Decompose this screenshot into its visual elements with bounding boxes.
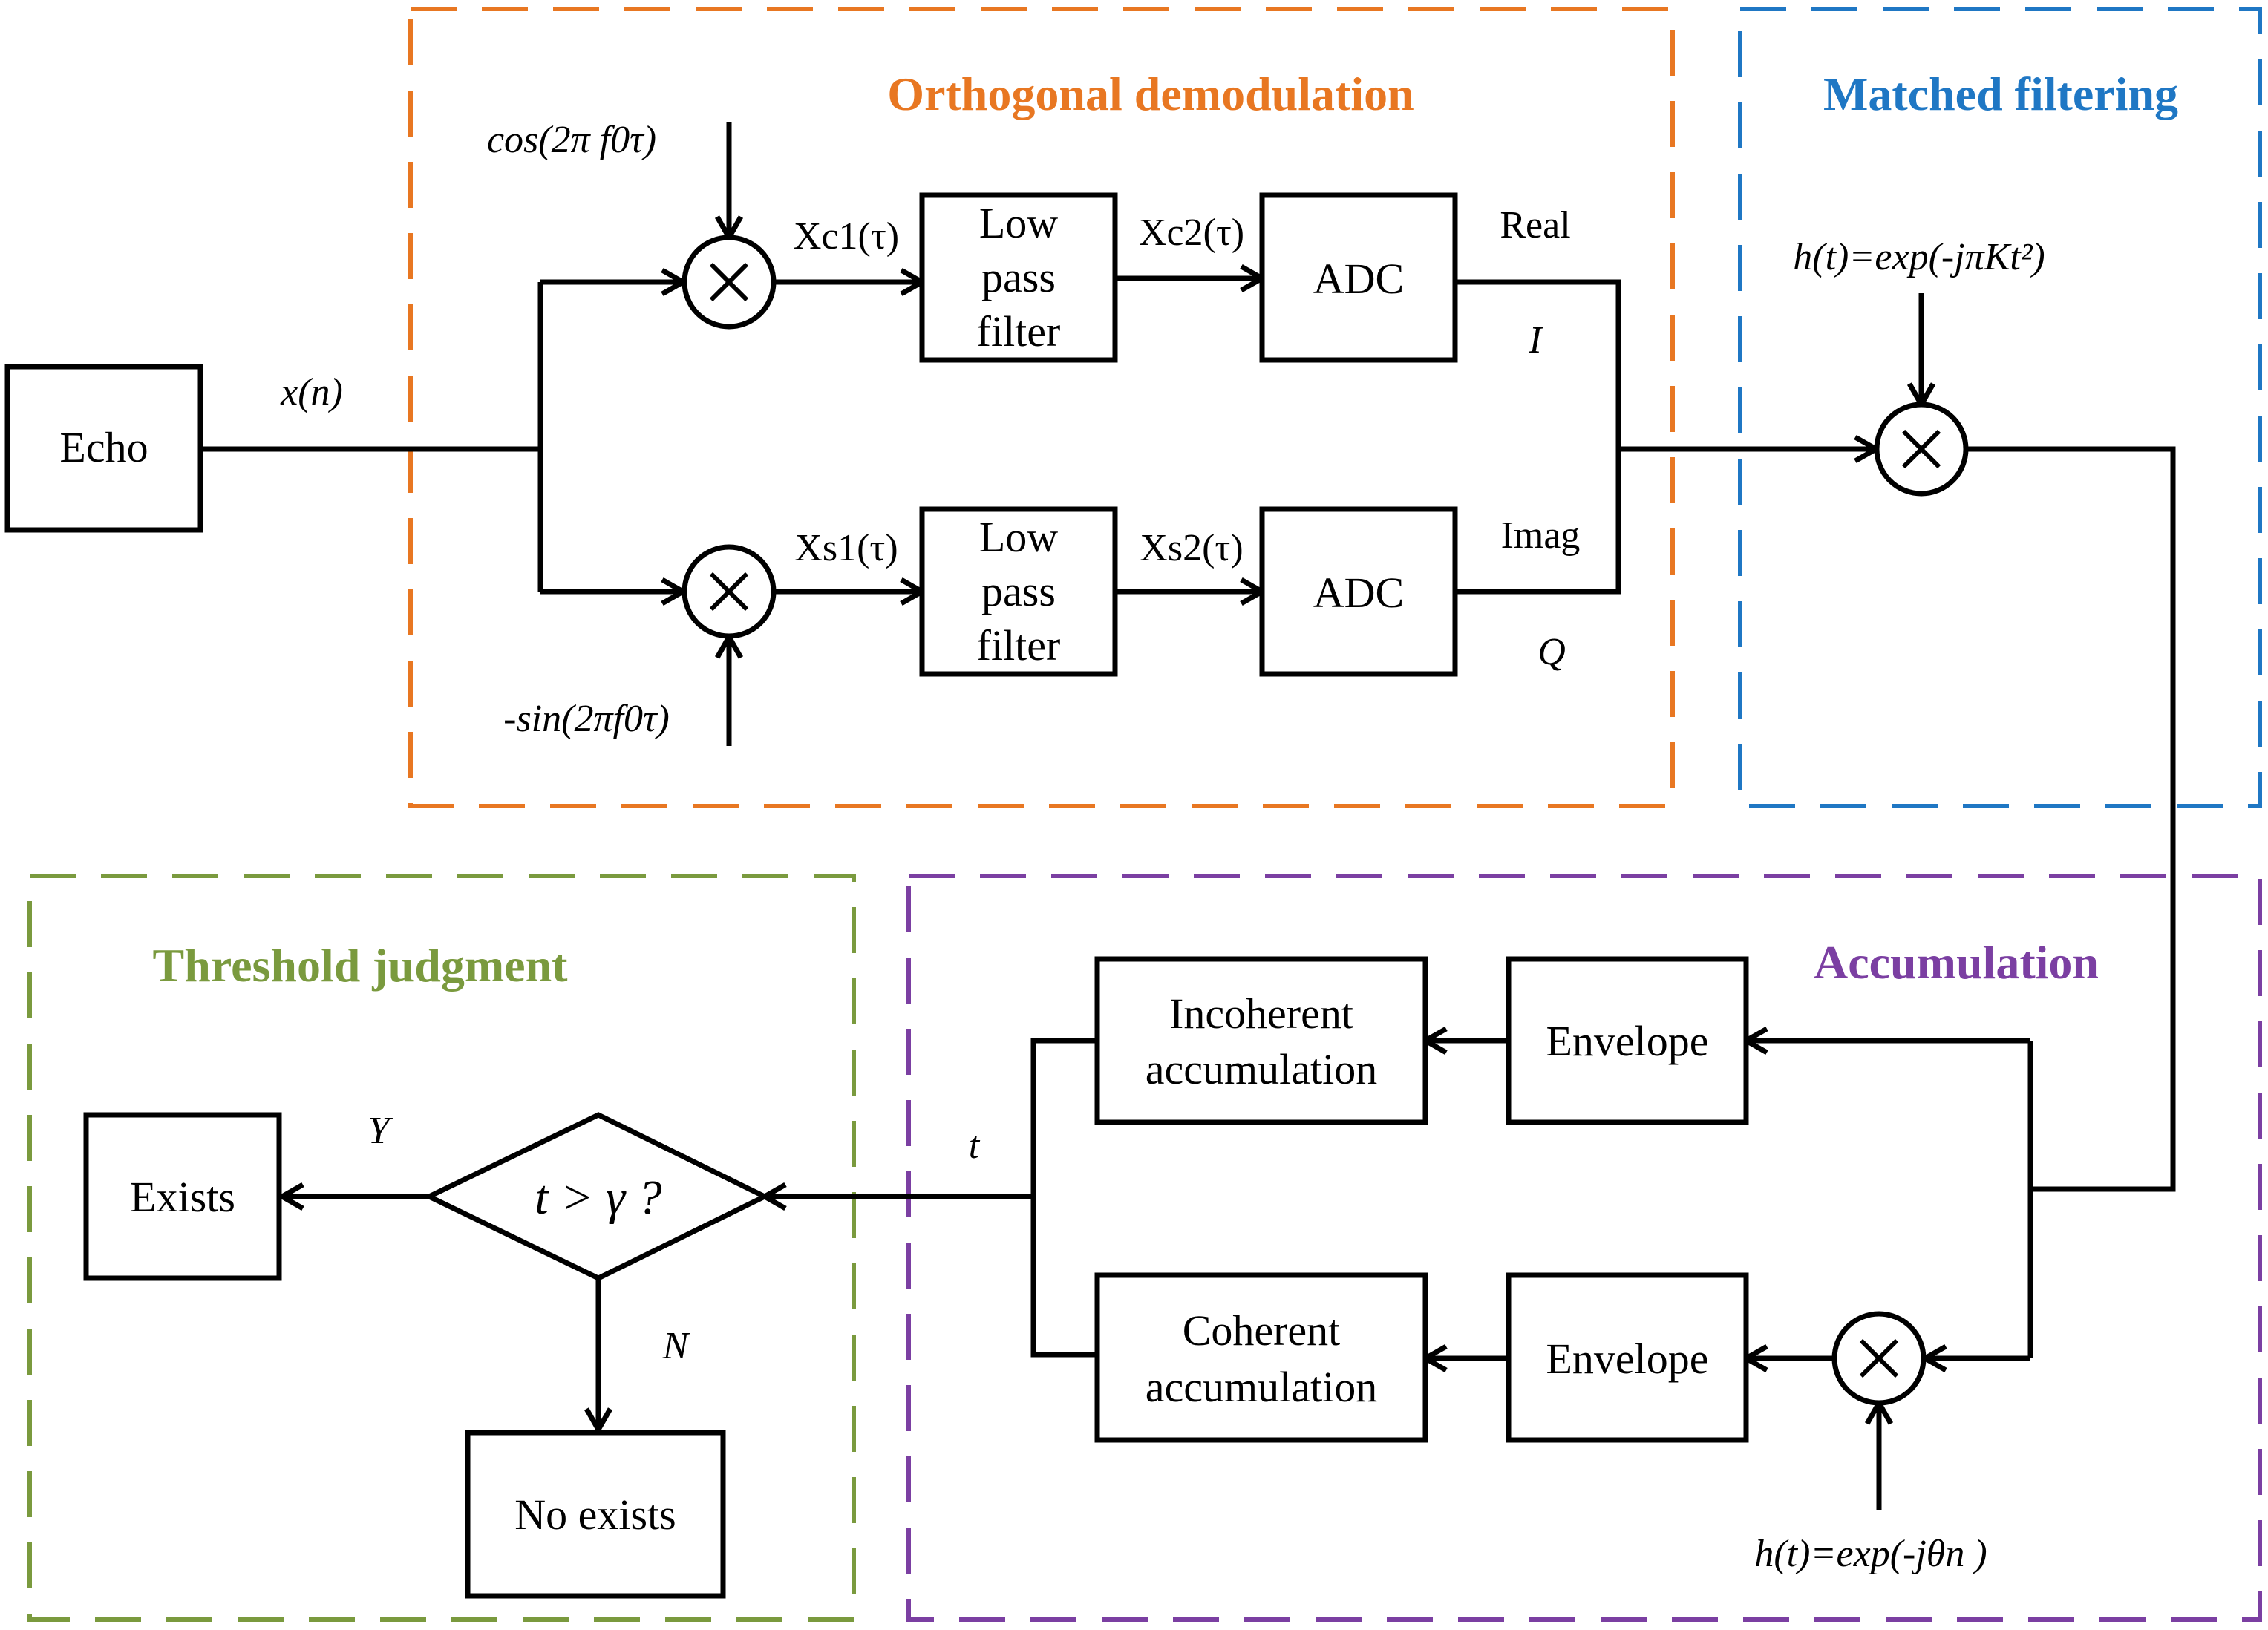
lpf-bottom-line1: Low xyxy=(979,513,1058,561)
incoherent-line2: accumulation xyxy=(1146,1045,1377,1093)
signal-xn: x(n) xyxy=(280,371,343,413)
signal-yes: Y xyxy=(368,1110,393,1152)
accumulation-region xyxy=(906,874,2262,1622)
signal-xc2: Xc2(τ) xyxy=(1139,212,1244,254)
orthogonal-demodulation-region xyxy=(408,7,1675,808)
envelope-top-block xyxy=(1506,956,1749,1125)
incoherent-accumulation-block xyxy=(1094,956,1428,1125)
wire-matched-out xyxy=(1966,446,2176,1192)
threshold-judgment-title: Threshold judgment xyxy=(153,939,569,992)
adc-top-label: ADC xyxy=(1313,255,1404,303)
no-exists-label: No exists xyxy=(514,1490,676,1539)
wire-acc-merge xyxy=(1030,1038,1097,1358)
multiply-circle-icon xyxy=(1831,1311,1927,1406)
lpf-top-line3: filter xyxy=(977,307,1061,356)
multiply-circle-icon xyxy=(682,544,777,639)
adc-bottom-block xyxy=(1259,506,1458,677)
envelope-bottom-block xyxy=(1506,1272,1749,1443)
matched-filtering-region xyxy=(1738,7,2262,808)
accumulation-title: Accumulation xyxy=(1814,936,2099,989)
signal-xs2: Xs2(τ) xyxy=(1140,527,1243,569)
orthogonal-demodulation-title: Orthogonal demodulation xyxy=(887,68,1414,120)
signal-ht-coherent: h(t)=exp(-jθn ) xyxy=(1754,1533,1987,1575)
coherent-accumulation-block xyxy=(1094,1272,1428,1443)
lpf-bottom-line3: filter xyxy=(977,621,1061,670)
lpf-top-line2: pass xyxy=(981,253,1056,301)
signal-sin: -sin(2πf0τ) xyxy=(503,698,670,740)
exists-block xyxy=(83,1112,282,1281)
envelope-top-label: Envelope xyxy=(1546,1017,1708,1065)
signal-xs1: Xs1(τ) xyxy=(794,527,898,569)
lpf-bottom-block xyxy=(919,506,1118,677)
signal-imag: Imag xyxy=(1501,514,1581,557)
incoherent-line1: Incoherent xyxy=(1169,989,1353,1038)
signal-xc1: Xc1(τ) xyxy=(794,215,899,258)
lpf-top-line1: Low xyxy=(979,199,1058,247)
lpf-bottom-line2: pass xyxy=(981,567,1056,615)
coherent-line2: accumulation xyxy=(1146,1363,1377,1411)
decision-label: t > γ ? xyxy=(535,1171,661,1225)
signal-cos: cos(2π f0τ) xyxy=(487,119,656,161)
signal-i: I xyxy=(1528,319,1543,361)
signal-ht-matched: h(t)=exp(-jπKt²) xyxy=(1793,236,2045,278)
no-exists-block xyxy=(465,1430,726,1599)
multiply-circle-icon xyxy=(1874,402,1969,497)
wire-real-i xyxy=(1455,279,1621,595)
signal-no: N xyxy=(662,1325,691,1367)
exists-label: Exists xyxy=(130,1173,235,1221)
signal-t: t xyxy=(969,1125,981,1167)
echo-block xyxy=(4,364,203,533)
echo-label: Echo xyxy=(59,423,148,471)
lpf-top-block xyxy=(919,192,1118,363)
coherent-line1: Coherent xyxy=(1183,1306,1341,1355)
decision-diamond xyxy=(422,1112,771,1281)
envelope-bottom-label: Envelope xyxy=(1546,1335,1708,1383)
adc-bottom-label: ADC xyxy=(1313,569,1404,617)
matched-filtering-title: Matched filtering xyxy=(1823,68,2178,120)
multiply-circle-icon xyxy=(682,235,777,330)
signal-real: Real xyxy=(1500,204,1570,246)
adc-top-block xyxy=(1259,192,1458,363)
signal-q: Q xyxy=(1537,631,1566,673)
